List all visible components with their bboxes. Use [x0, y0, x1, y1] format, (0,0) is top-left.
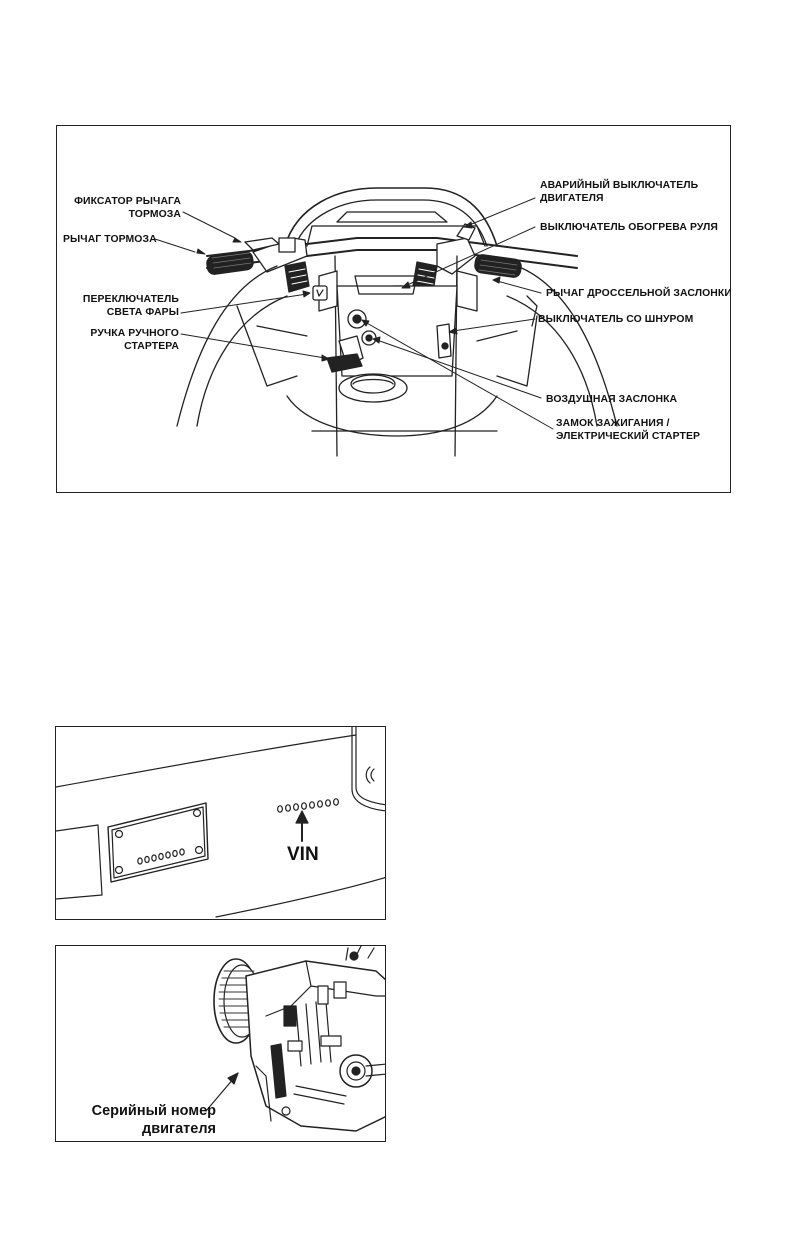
- label-headlight-switch: ПЕРЕКЛЮЧАТЕЛЬ СВЕТА ФАРЫ: [82, 294, 179, 318]
- label-grip-heater-switch: ВЫКЛЮЧАТЕЛЬ ОБОГРЕВА РУЛЯ: [540, 222, 718, 233]
- engraved-vin-dots: [277, 798, 340, 813]
- snowmobile-controls-illustration: [154, 187, 618, 457]
- engine-serial-figure: Серийный номер двигателя: [55, 945, 386, 1142]
- label-brake-lever-lock: ФИКСАТОР РЫЧАГА ТОРМОЗА: [74, 196, 181, 220]
- vin-plate-illustration: [56, 727, 385, 918]
- label-throttle-lever: РЫЧАГ ДРОССЕЛЬНОЙ ЗАСЛОНКИ: [546, 288, 731, 299]
- engine-serial-label: Серийный номер двигателя: [91, 1103, 216, 1137]
- label-manual-starter-handle: РУЧКА РУЧНОГО СТАРТЕРА: [90, 328, 179, 352]
- engine-illustration: [205, 946, 385, 1132]
- label-ignition-electric-starter: ЗАМОК ЗАЖИГАНИЯ / ЭЛЕКТРИЧЕСКИЙ СТАРТЕР: [556, 418, 701, 442]
- vin-location-figure: VIN: [55, 726, 386, 920]
- left-grip: [206, 251, 254, 275]
- plate-number-dots: [137, 848, 185, 865]
- label-choke: ВОЗДУШНАЯ ЗАСЛОНКА: [546, 394, 678, 405]
- label-tether-switch: ВЫКЛЮЧАТЕЛЬ СО ШНУРОМ: [538, 314, 694, 325]
- controls-figure: ФИКСАТОР РЫЧАГА ТОРМОЗА РЫЧАГ ТОРМОЗА ПЕ…: [56, 125, 731, 493]
- leader-lines: [154, 197, 554, 430]
- label-emergency-stop-switch: АВАРИЙНЫЙ ВЫКЛЮЧАТЕЛЬ ДВИГАТЕЛЯ: [540, 180, 699, 204]
- right-grip: [474, 254, 522, 278]
- vin-label: VIN: [287, 844, 319, 865]
- label-brake-lever: РЫЧАГ ТОРМОЗА: [63, 234, 157, 245]
